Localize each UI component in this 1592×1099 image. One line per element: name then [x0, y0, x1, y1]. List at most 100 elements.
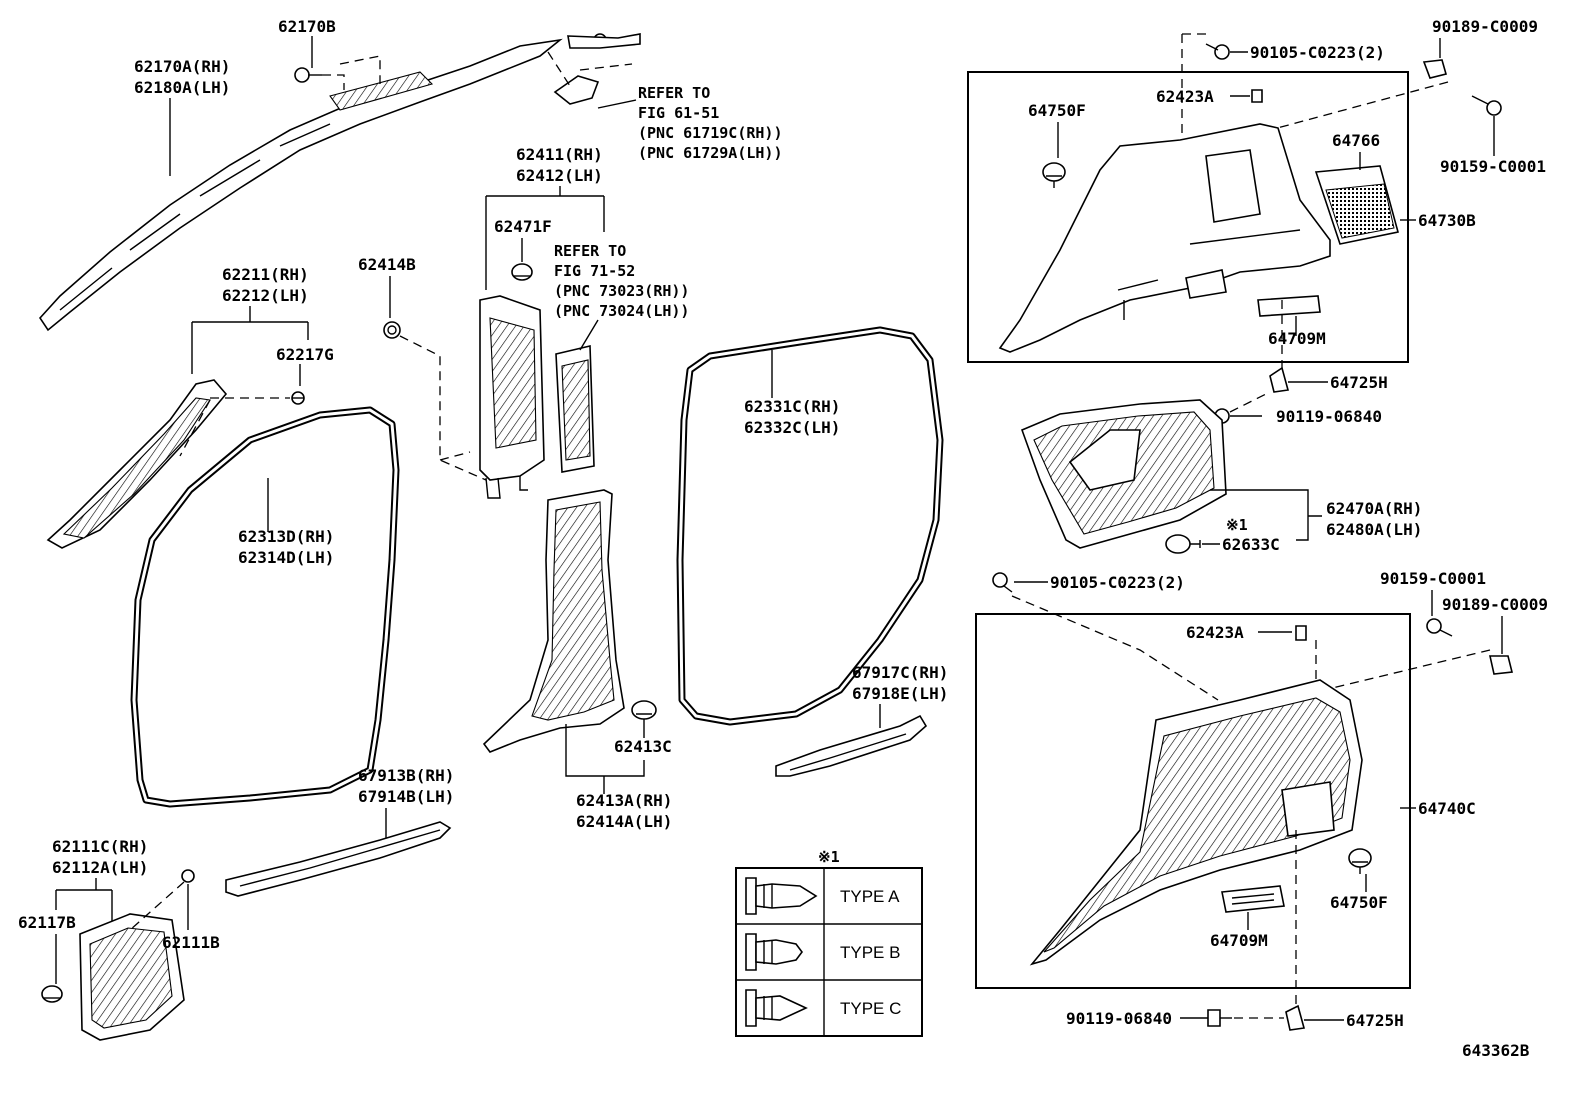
- label-62411: 62411(RH): [516, 145, 603, 164]
- label-62170a: 62170A(RH): [134, 57, 230, 76]
- label-90119-bot: 90119-06840: [1066, 1009, 1172, 1028]
- label-64750f-bot: 64750F: [1330, 893, 1388, 912]
- label-62423a-top: 62423A: [1156, 87, 1214, 106]
- rear-door-weatherstrip: [676, 326, 944, 726]
- clip-64750f-bot-icon: [1348, 848, 1372, 874]
- label-90159-top: 90159-C0001: [1440, 157, 1546, 176]
- label-62470a: 62470A(RH): [1326, 499, 1422, 518]
- label-62633c: 62633C: [1222, 535, 1280, 554]
- refer2-pnc1: (PNC 73023(RH)): [554, 282, 689, 300]
- clip-type-a-icon: [745, 877, 818, 915]
- label-62112a: 62112A(LH): [52, 858, 148, 877]
- label-90105-top: 90105-C0223(2): [1250, 43, 1385, 62]
- lower-quarter-trim-box: [975, 613, 1411, 989]
- upper-quarter-trim-box: [967, 71, 1409, 363]
- label-62412: 62412(LH): [516, 166, 603, 185]
- refer1-pnc2: (PNC 61729A(LH)): [638, 144, 783, 162]
- speaker-grille-64766: [1314, 165, 1399, 245]
- label-62212: 62212(LH): [222, 286, 309, 305]
- label-90189-top: 90189-C0009: [1432, 17, 1538, 36]
- label-62170b: 62170B: [278, 17, 336, 36]
- label-62471f: 62471F: [494, 217, 552, 236]
- label-62332c: 62332C(LH): [744, 418, 840, 437]
- bolt-90105-top-icon: [1205, 43, 1230, 60]
- clip-62111b-icon: [181, 869, 195, 883]
- pad-64709m-bot: [1221, 885, 1285, 913]
- label-62423a-mid: 62423A: [1186, 623, 1244, 642]
- refer1-fig: FIG 61-51: [638, 104, 719, 122]
- label-64725h-bot: 64725H: [1346, 1011, 1404, 1030]
- front-pillar-garnish: [46, 379, 228, 549]
- label-62313d: 62313D(RH): [238, 527, 334, 546]
- refer2-title: REFER TO: [554, 242, 626, 260]
- label-62211: 62211(RH): [222, 265, 309, 284]
- label-62413c: 62413C: [614, 737, 672, 756]
- legend-mark: ※1: [818, 848, 840, 866]
- label-62414a: 62414A(LH): [576, 812, 672, 831]
- lower-quarter-trim-panel: [1029, 679, 1363, 966]
- label-62414b: 62414B: [358, 255, 416, 274]
- front-door-weatherstrip: [130, 406, 400, 808]
- clip-62413c-icon: [631, 700, 657, 728]
- label-62331c: 62331C(RH): [744, 397, 840, 416]
- refer1-title: REFER TO: [638, 84, 710, 102]
- label-90105-mid: 90105-C0223(2): [1050, 573, 1185, 592]
- clip-62170b-icon: [294, 67, 322, 83]
- label-90189-mid: 90189-C0009: [1442, 595, 1548, 614]
- clip-64750f-top-icon: [1042, 162, 1066, 188]
- clip-62633c-icon: [1165, 534, 1201, 554]
- center-pillar-lower-garnish: [482, 489, 625, 753]
- refer2-fig: FIG 71-52: [554, 262, 635, 280]
- label-62314d: 62314D(LH): [238, 548, 334, 567]
- clip-type-c-icon: [745, 989, 808, 1027]
- clip-90189-top-icon: [1422, 59, 1447, 79]
- pad-64709m-top: [1257, 295, 1321, 317]
- label-67917c: 67917C(RH): [852, 663, 948, 682]
- label-62180a: 62180A(LH): [134, 78, 230, 97]
- clip-62117b-icon: [41, 985, 63, 1003]
- mark-1-clip: ※1: [1226, 516, 1248, 534]
- legend-type-c: TYPE C: [840, 999, 901, 1018]
- center-pillar-upper-garnish: [479, 295, 545, 499]
- label-62413a: 62413A(RH): [576, 791, 672, 810]
- label-64750f-top: 64750F: [1028, 101, 1086, 120]
- label-62480a: 62480A(LH): [1326, 520, 1422, 539]
- label-64730b: 64730B: [1418, 211, 1476, 230]
- label-90119-top: 90119-06840: [1276, 407, 1382, 426]
- clip-62414b-icon: [383, 321, 401, 339]
- bolt-90119-bot-icon: [1207, 1009, 1232, 1027]
- legend-type-b: TYPE B: [840, 943, 900, 962]
- label-62217g: 62217G: [276, 345, 334, 364]
- clip-type-b-icon: [745, 933, 803, 971]
- screw-90159-top-icon: [1471, 95, 1502, 116]
- clip-type-legend: TYPE A TYPE B TYPE C: [735, 867, 923, 1037]
- drawing-number: 643362B: [1462, 1041, 1530, 1060]
- screw-90159-mid-icon: [1426, 618, 1453, 637]
- cowl-side-trim: [79, 913, 185, 1041]
- label-62111c: 62111C(RH): [52, 837, 148, 856]
- label-90159-mid: 90159-C0001: [1380, 569, 1486, 588]
- label-64766: 64766: [1332, 131, 1380, 150]
- label-62111b: 62111B: [162, 933, 220, 952]
- front-scuff-plate: [225, 821, 452, 897]
- rear-scuff-plate: [775, 714, 928, 777]
- label-64725h-top: 64725H: [1330, 373, 1388, 392]
- bolt-90105-mid-icon: [992, 572, 1013, 593]
- clip-62217g-icon: [291, 391, 305, 405]
- label-64740c: 64740C: [1418, 799, 1476, 818]
- clip-62471f-icon: [511, 263, 533, 281]
- label-67918e: 67918E(LH): [852, 684, 948, 703]
- clip-90189-mid-icon: [1489, 655, 1513, 675]
- refer2-pnc2: (PNC 73024(LH)): [554, 302, 689, 320]
- legend-type-a: TYPE A: [840, 887, 900, 906]
- clip-64725h-bot-icon: [1285, 1004, 1306, 1031]
- label-64709m-bot: 64709M: [1210, 931, 1268, 950]
- quarter-trim-62470a: [1020, 399, 1227, 549]
- refer1-pnc1: (PNC 61719C(RH)): [638, 124, 783, 142]
- label-67914b: 67914B(LH): [358, 787, 454, 806]
- label-67913b: 67913B(RH): [358, 766, 454, 785]
- upper-quarter-trim-panel: [998, 123, 1331, 353]
- curtain-airbag-assembly: [38, 33, 641, 332]
- label-62117b: 62117B: [18, 913, 76, 932]
